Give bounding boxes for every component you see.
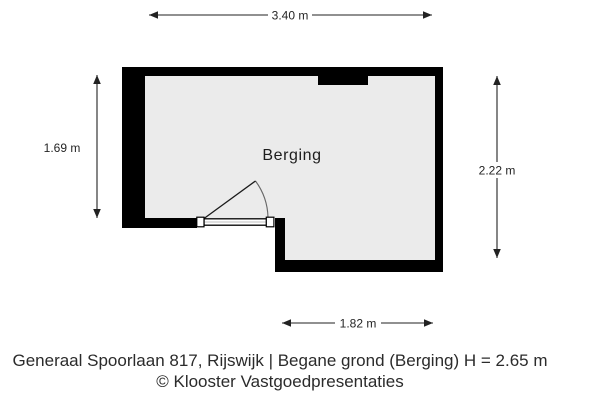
- wall-top-notch: [318, 67, 368, 85]
- dimension-bottom: 1.82 m: [282, 315, 433, 331]
- dimension-right-label: 2.22 m: [479, 164, 516, 178]
- door-swing-line: [203, 180, 256, 220]
- walls: [122, 67, 443, 272]
- arrowhead-down-icon: [93, 209, 101, 218]
- dimension-top: 3.40 m: [149, 7, 432, 23]
- caption-copyright: © Klooster Vastgoedpresentaties: [156, 372, 404, 391]
- wall-top: [122, 67, 443, 76]
- room-label: Berging: [262, 147, 321, 164]
- door: [196, 180, 275, 228]
- dimension-right-label-bg: [474, 162, 520, 178]
- wall-right: [435, 67, 443, 272]
- door-frame-left: [196, 216, 205, 228]
- arrowhead-up-icon: [493, 76, 501, 85]
- wall-bottom-right: [275, 260, 443, 272]
- dimension-bottom-label-bg: [335, 315, 381, 331]
- arrowhead-left-icon: [149, 11, 158, 19]
- dimension-right: 2.22 m: [474, 76, 520, 258]
- arrowhead-down-icon: [493, 249, 501, 258]
- dimension-bottom-label: 1.82 m: [340, 317, 377, 331]
- caption-address: Generaal Spoorlaan 817, Rijswijk | Began…: [12, 351, 548, 370]
- dimension-left: 1.69 m: [44, 75, 101, 218]
- wall-bottom-left: [122, 218, 197, 228]
- dimension-top-label-bg: [268, 7, 312, 23]
- wall-left: [122, 67, 145, 228]
- arrowhead-up-icon: [93, 75, 101, 84]
- arrowhead-right-icon: [424, 319, 433, 327]
- wall-step: [275, 218, 285, 272]
- arrowhead-right-icon: [423, 11, 432, 19]
- door-swing-arc: [255, 180, 269, 218]
- arrowhead-left-icon: [282, 319, 291, 327]
- door-frame-right: [265, 216, 275, 228]
- dimension-top-label: 3.40 m: [272, 9, 309, 23]
- dimension-left-label: 1.69 m: [44, 141, 81, 155]
- room-floor: [145, 76, 435, 261]
